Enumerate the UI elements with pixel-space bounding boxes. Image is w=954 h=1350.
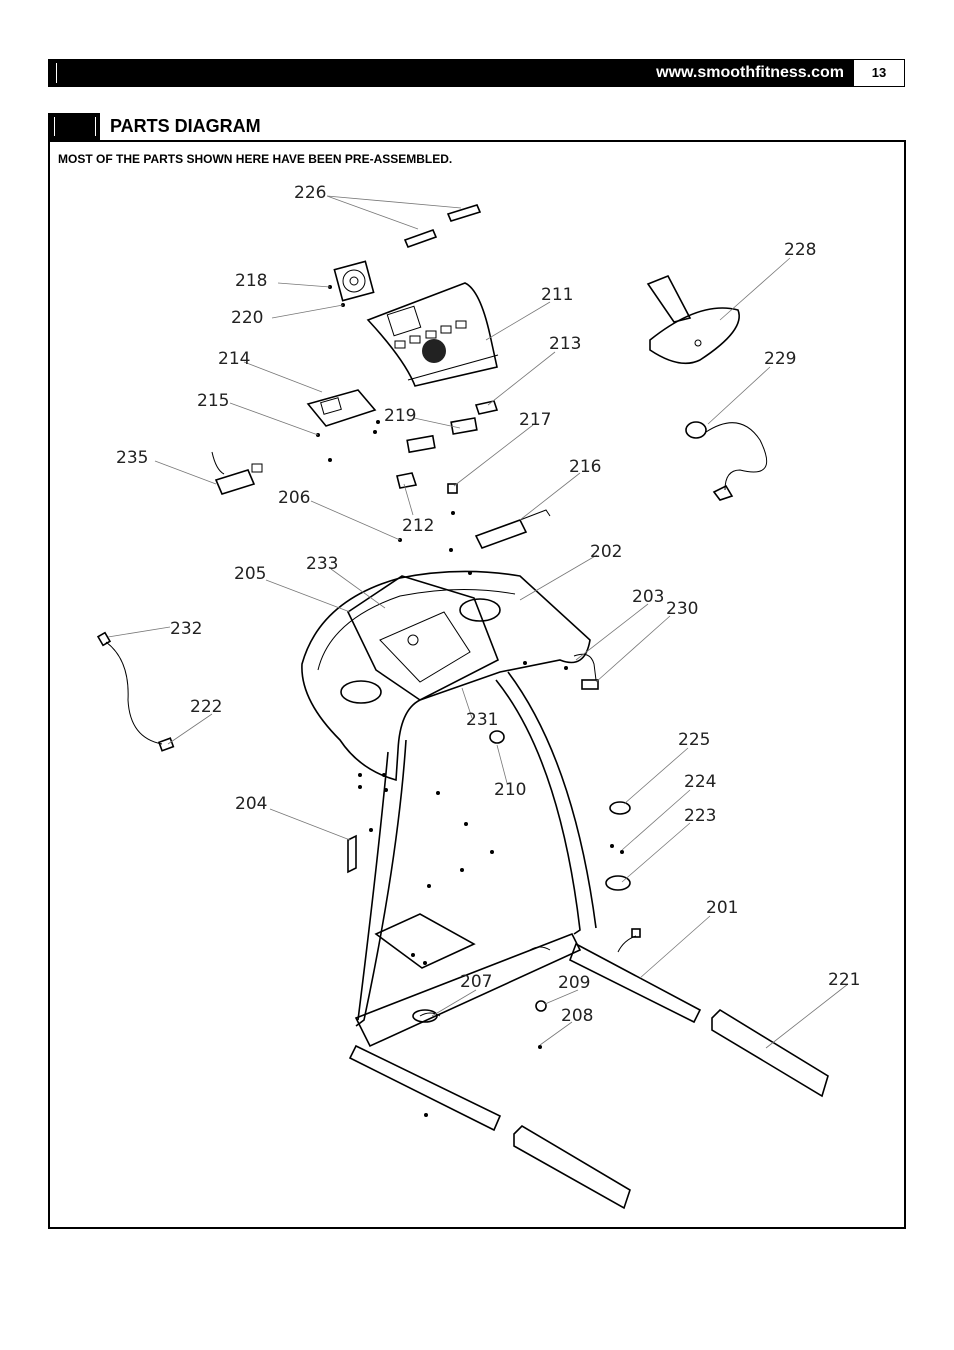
part-218-fan: [333, 260, 375, 302]
part-203-wire: [573, 653, 599, 690]
part-labels: 226 228 218 211 220 213 214 229 215 219 …: [116, 183, 860, 1026]
section-tab-divider-left: [54, 117, 55, 136]
label-217: 217: [519, 410, 551, 430]
label-214: 214: [218, 349, 250, 369]
label-203: 203: [632, 587, 664, 607]
assembly-note: MOST OF THE PARTS SHOWN HERE HAVE BEEN P…: [58, 152, 453, 166]
label-210: 210: [494, 780, 526, 800]
parts-diagram: 226 228 218 211 220 213 214 229 215 219 …: [96, 183, 860, 1210]
section-tab-divider-right: [95, 117, 96, 136]
part-219-speaker: [406, 417, 478, 454]
label-205: 205: [234, 564, 266, 584]
part-202-frame: [301, 570, 591, 782]
label-209: 209: [558, 973, 590, 993]
part-226-decals: [403, 204, 482, 249]
label-228: 228: [784, 240, 816, 260]
section-title: PARTS DIAGRAM: [110, 116, 261, 136]
label-229: 229: [764, 349, 796, 369]
label-230: 230: [666, 599, 698, 619]
label-215: 215: [197, 391, 229, 411]
part-213-pad: [474, 400, 499, 415]
label-216: 216: [569, 457, 601, 477]
label-225: 225: [678, 730, 710, 750]
label-220: 220: [231, 308, 263, 328]
uprights: [355, 671, 597, 1027]
label-232: 232: [170, 619, 202, 639]
section-tab: [48, 113, 100, 140]
label-226: 226: [294, 183, 326, 203]
label-231: 231: [466, 710, 498, 730]
leader-lines: [107, 195, 849, 1049]
page-number: 13: [854, 59, 905, 87]
part-221-covers: [513, 1008, 829, 1210]
part-wire-201: [617, 928, 641, 953]
label-235: 235: [116, 448, 148, 468]
label-207: 207: [460, 972, 492, 992]
label-202: 202: [590, 542, 622, 562]
label-211: 211: [541, 285, 573, 305]
part-232-cable: [96, 631, 175, 752]
part-216-safety-key: [474, 509, 551, 549]
part-225-pad: [609, 801, 631, 815]
part-212-label: [396, 472, 418, 489]
part-229-sensor: [685, 421, 768, 501]
part-214-board: [306, 389, 377, 427]
label-219: 219: [384, 406, 416, 426]
part-205-housing: [346, 575, 500, 701]
label-204: 204: [235, 794, 267, 814]
label-233: 233: [306, 554, 338, 574]
label-224: 224: [684, 772, 716, 792]
part-210-bushing: [489, 730, 505, 744]
part-217-clip: [447, 483, 458, 494]
label-206: 206: [278, 488, 310, 508]
part-223-cap: [605, 875, 631, 891]
label-222: 222: [190, 697, 222, 717]
part-228-tray: [646, 274, 740, 365]
label-221: 221: [828, 970, 860, 990]
diagram-frame: [48, 140, 906, 1229]
label-201: 201: [706, 898, 738, 918]
label-208: 208: [561, 1006, 593, 1026]
label-218: 218: [235, 271, 267, 291]
part-204-bracket: [347, 834, 357, 874]
part-211-console: [366, 282, 499, 387]
label-213: 213: [549, 334, 581, 354]
header-divider: [56, 63, 57, 83]
part-201-base: [348, 913, 702, 1132]
header-bar: www.smoothfitness.com: [48, 59, 854, 87]
label-223: 223: [684, 806, 716, 826]
screws: [316, 285, 624, 1117]
part-207-foot: [412, 1009, 438, 1023]
website-url: www.smoothfitness.com: [656, 64, 844, 81]
part-235-module: [211, 451, 263, 495]
label-212: 212: [402, 516, 434, 536]
part-209-cap: [535, 1000, 547, 1012]
